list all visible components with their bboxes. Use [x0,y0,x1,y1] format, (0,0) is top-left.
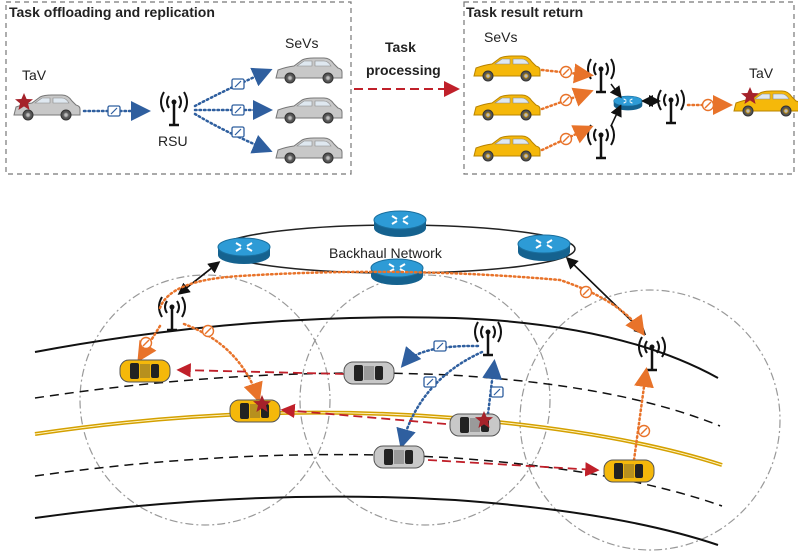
backhaul-label: Backhaul Network [329,245,443,261]
rsu-antenna-icon [586,123,616,160]
packet-icon [231,78,245,90]
lane-marking [34,372,721,427]
packet-icon [559,65,573,79]
sev-car-right-1 [473,55,541,82]
road-scene: Backhaul Network [34,210,781,551]
replication-link [396,350,484,449]
sev-car-left-1 [275,57,343,84]
sev-vehicle-yellow [603,459,655,483]
rsu-coverage-area [519,289,781,551]
sev-vehicle-gray [343,361,395,385]
packet-icon [559,132,573,146]
packet-icon [201,324,215,338]
result-return-panel: Task result return SeVs TaV [463,1,798,175]
road-edge-top [34,316,719,379]
rsu-antenna-icon [656,88,686,125]
backhaul-return-path [158,270,645,337]
packet-icon [637,424,651,438]
packet-icon [579,285,593,299]
result-link [632,367,654,462]
router-icon [373,210,427,238]
router-icon [217,237,271,265]
sevs-label-left: SeVs [285,35,318,51]
packet-icon [107,105,121,117]
packet-icon [231,126,245,138]
rsu-antenna-icon [586,57,616,94]
rsu-coverage-area [299,274,551,526]
packet-icon [559,93,573,107]
sev-car-right-2 [473,94,541,121]
sevs-label-right: SeVs [484,29,517,45]
road-edge-bottom [34,495,719,546]
replication-link-1 [193,67,273,108]
packet-icon [231,104,245,116]
tav-label-left: TaV [22,67,47,83]
packet-icon [139,336,153,350]
rsu-antenna-icon [159,90,189,127]
lane-marking [34,453,723,507]
packet-icon [423,376,437,388]
replication-link [400,344,480,368]
rsu-label: RSU [158,133,188,149]
packet-icon [701,98,715,112]
router-icon [613,95,643,111]
sev-vehicle-gray [373,445,425,469]
result-link [182,322,263,403]
rsu-coverage-area [79,274,331,526]
tav-label-right: TaV [749,65,774,81]
rsu-antenna-icon [473,320,503,357]
tav-vehicle-yellow [229,399,281,423]
sev-car-left-2 [275,97,343,124]
sev-car-left-3 [275,137,343,164]
router-icon [517,234,571,262]
task-processing-step: Task processing [354,39,460,97]
packet-icon [433,340,447,352]
packet-icon [490,386,504,398]
vehicle-movement-arrow [427,459,600,477]
task-processing-label-2: processing [366,62,441,78]
sev-vehicle-yellow [119,359,171,383]
offloading-panel: Task offloading and replication TaV SeVs… [5,1,352,175]
result-panel-title: Task result return [466,4,583,20]
sev-car-right-3 [473,135,541,162]
task-processing-label-1: Task [385,39,416,55]
replication-link-3 [193,112,273,154]
offloading-panel-title: Task offloading and replication [9,4,215,20]
